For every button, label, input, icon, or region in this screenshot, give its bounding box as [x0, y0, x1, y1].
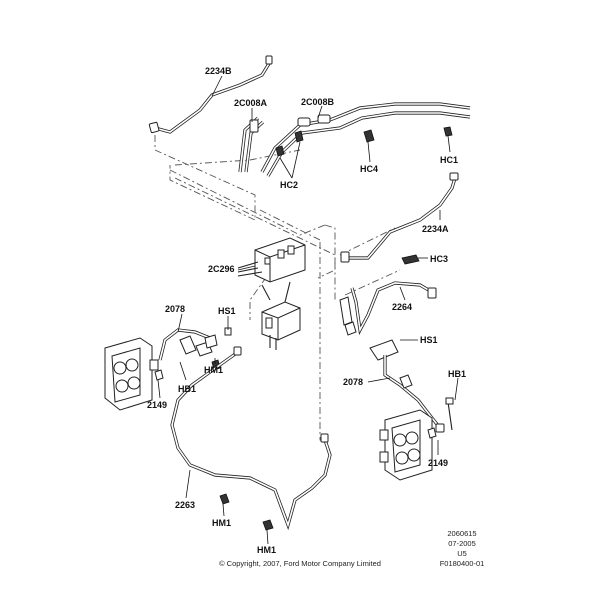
label-2078-right: 2078 — [343, 377, 363, 387]
info-code-2: 07-2005 — [448, 539, 476, 548]
brake-hose-right — [369, 339, 445, 433]
label-hb1-left: HB1 — [178, 384, 196, 394]
label-2263: 2263 — [175, 500, 195, 510]
part-labels: 2234B 2C008A 2C008B HC1 HC2 HC4 2234A HC… — [147, 66, 466, 555]
abs-hydraulic-unit — [237, 237, 306, 350]
info-code-3: U5 — [457, 549, 467, 558]
reference-dashed-lines — [154, 135, 401, 446]
info-code-1: 2060615 — [447, 529, 476, 538]
brake-tube-2234b — [148, 55, 273, 134]
reference-info: 2060615 07-2005 U5 F0180400-01 — [440, 529, 485, 568]
brake-tube-2263 — [170, 346, 332, 531]
label-2078-left: 2078 — [165, 304, 185, 314]
copyright-text: © Copyright, 2007, Ford Motor Company Li… — [219, 559, 381, 568]
brake-tube-2264 — [339, 281, 437, 336]
label-hm1-a: HM1 — [204, 365, 223, 375]
info-code-4: F0180400-01 — [440, 559, 485, 568]
brake-hose-left — [158, 327, 232, 371]
brake-tubes-2c008 — [238, 102, 471, 177]
leader-lines — [157, 75, 459, 545]
label-2234b: 2234B — [205, 66, 232, 76]
label-hs1-left: HS1 — [218, 306, 236, 316]
label-hc1: HC1 — [440, 155, 458, 165]
label-hm1-c: HM1 — [257, 545, 276, 555]
brake-caliper-right — [379, 397, 454, 481]
label-2149-right: 2149 — [428, 458, 448, 468]
label-2c008b: 2C008B — [301, 97, 335, 107]
label-hm1-b: HM1 — [212, 518, 231, 528]
label-2149-left: 2149 — [147, 400, 167, 410]
brake-caliper-left — [104, 337, 164, 411]
label-2c296: 2C296 — [208, 264, 235, 274]
label-2c008a: 2C008A — [234, 98, 268, 108]
brake-tube-2234a — [340, 172, 459, 265]
label-hc3: HC3 — [430, 254, 448, 264]
label-hs1-right: HS1 — [420, 335, 438, 345]
label-hc2: HC2 — [280, 180, 298, 190]
label-2234a: 2234A — [422, 224, 449, 234]
label-hc4: HC4 — [360, 164, 378, 174]
label-2264: 2264 — [392, 302, 412, 312]
label-hb1-right: HB1 — [448, 369, 466, 379]
